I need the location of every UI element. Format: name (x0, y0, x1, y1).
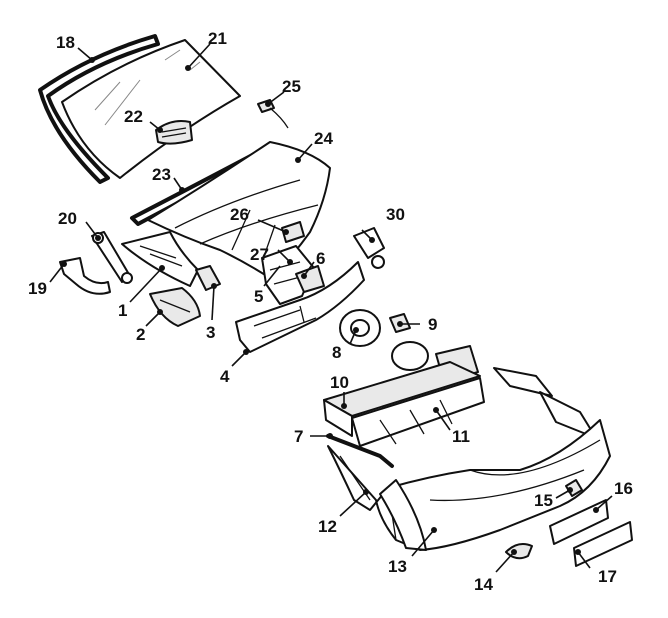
callout-10: 10 (330, 373, 349, 392)
plate-17 (573, 521, 633, 567)
rear-panel (235, 261, 365, 353)
brake-lamp (155, 120, 193, 145)
callout-13: 13 (388, 557, 407, 576)
callout-15: 15 (534, 491, 553, 510)
callout-21: 21 (208, 29, 227, 48)
callout-7: 7 (294, 427, 303, 446)
tail-lamp (121, 231, 199, 287)
ring-seal (339, 309, 381, 347)
callout-18: 18 (56, 33, 75, 52)
bumper-cover (327, 419, 611, 551)
callout-8: 8 (332, 343, 341, 362)
callout-14: 14 (474, 575, 493, 594)
callout-30: 30 (386, 205, 405, 224)
callout-16: 16 (614, 479, 633, 498)
trim-strip (326, 434, 394, 468)
callout-11: 11 (452, 427, 470, 446)
callout-27: 27 (250, 245, 269, 264)
leader-lines (49, 43, 613, 573)
callout-26: 26 (230, 205, 249, 224)
latch-assembly (261, 245, 325, 305)
callout-12: 12 (318, 517, 337, 536)
rear-window-glass (61, 39, 241, 179)
lamp-housing (149, 287, 201, 327)
callout-4: 4 (220, 367, 230, 386)
callout-1: 1 (118, 301, 127, 320)
clip-part-25 (257, 99, 289, 129)
callout-2: 2 (136, 325, 145, 344)
callout-24: 24 (314, 129, 333, 148)
trunk-lid (147, 141, 331, 279)
callout-20: 20 (58, 209, 77, 228)
reinforcement-beam (323, 361, 481, 437)
callout-17: 17 (598, 567, 617, 586)
callout-5: 5 (254, 287, 263, 306)
callout-23: 23 (152, 165, 171, 184)
lock-cylinder (353, 227, 385, 269)
callout-9: 9 (428, 315, 437, 334)
bumper-absorber (351, 377, 485, 447)
hinge-arm (91, 231, 133, 284)
callout-3: 3 (206, 323, 215, 342)
side-guide-left (493, 367, 553, 397)
callout-22: 22 (124, 107, 143, 126)
callout-6: 6 (316, 249, 325, 268)
callout-25: 25 (282, 77, 301, 96)
lid-lock-26 (281, 221, 305, 243)
windshield-seal (38, 34, 160, 184)
callout-labels: 18 21 22 25 23 24 26 30 20 27 6 5 19 1 2… (28, 29, 633, 594)
hinge-bracket (59, 257, 111, 295)
callout-19: 19 (28, 279, 47, 298)
